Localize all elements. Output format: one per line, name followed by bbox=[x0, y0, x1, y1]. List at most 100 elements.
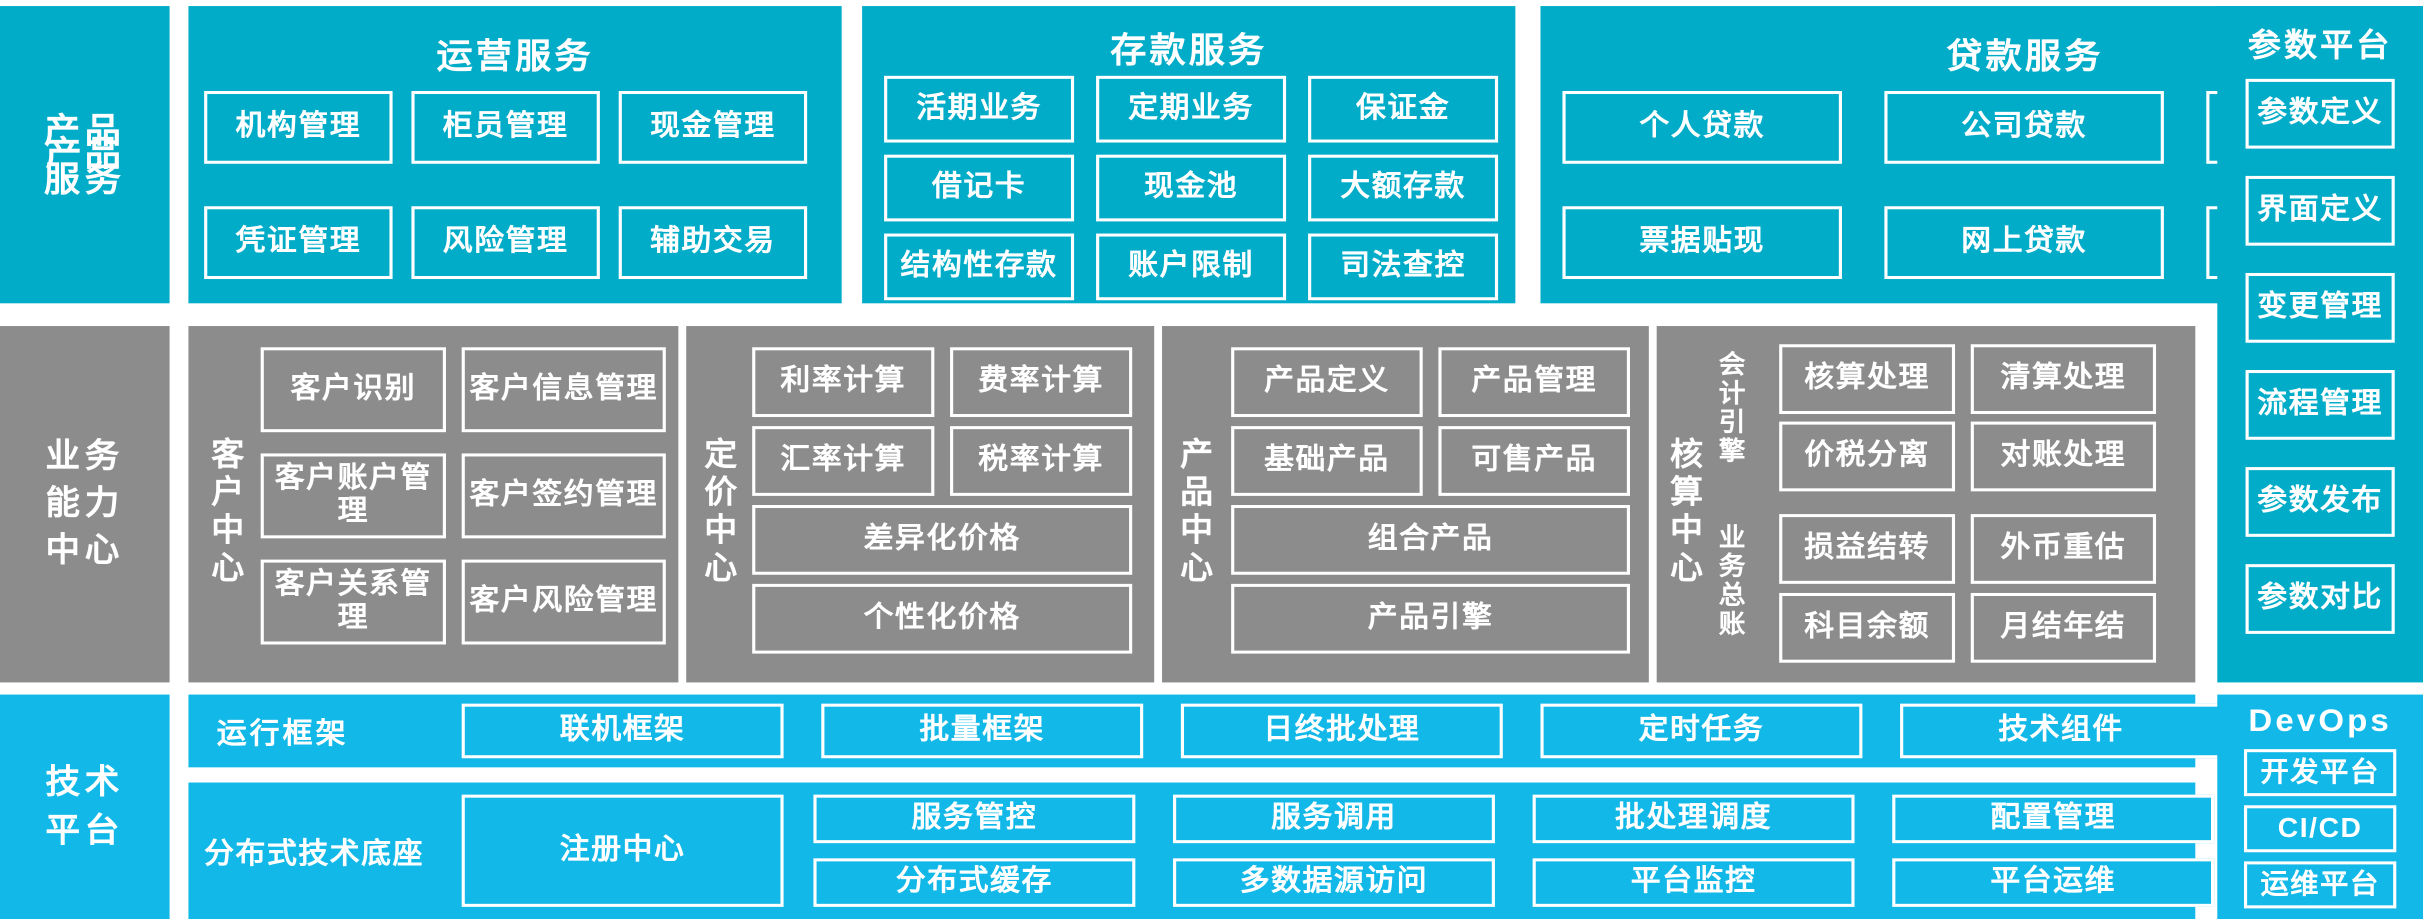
chip-pricing-3[interactable]: 汇率计算 bbox=[752, 426, 935, 496]
group-deposit-service: 存款服务 活期业务 定期业务 保证金 借记卡 现金池 大额存款 结构性存款 账户… bbox=[862, 6, 1516, 304]
chip-accounting-6[interactable]: 外币重估 bbox=[1970, 514, 2157, 584]
layer-label-tech-platform: 技术 平台 bbox=[0, 694, 170, 919]
chip-product-5[interactable]: 组合产品 bbox=[1231, 504, 1630, 575]
bc-label-line-3: 中心 bbox=[45, 530, 125, 569]
chip-customer-6[interactable]: 客户风险管理 bbox=[461, 559, 666, 645]
chip-pricing-6[interactable]: 个性化价格 bbox=[752, 583, 1133, 654]
chip-runtime-2[interactable]: 批量框架 bbox=[821, 703, 1144, 759]
chip-param-3[interactable]: 变更管理 bbox=[2245, 272, 2395, 343]
group-title-operation-service: 运营服务 bbox=[436, 36, 594, 76]
center-label-accounting: 核算中心 bbox=[1666, 436, 1703, 589]
center-label-pricing: 定价中心 bbox=[700, 436, 737, 589]
chip-param-4[interactable]: 流程管理 bbox=[2245, 370, 2395, 440]
chip-param-5[interactable]: 参数发布 bbox=[2245, 467, 2395, 537]
chip-operation-5[interactable]: 风险管理 bbox=[411, 206, 600, 280]
distributed-base-row: 分布式技术底座 注册中心 服务管控 服务调用 批处理调度 配置管理 分布式缓存 … bbox=[188, 782, 2215, 919]
panel-title-devops: DevOps bbox=[2248, 703, 2392, 739]
chip-deposit-1[interactable]: 活期业务 bbox=[884, 75, 1075, 143]
chip-loan-2[interactable]: 公司贷款 bbox=[1884, 90, 2164, 164]
panel-title-parameter-platform: 参数平台 bbox=[2247, 28, 2393, 64]
layer-label-business-capability: 业务 能力 中心 bbox=[0, 326, 170, 683]
tp-label-line-1: 技术 bbox=[45, 762, 125, 801]
chip-operation-2[interactable]: 柜员管理 bbox=[411, 90, 600, 164]
bc-label-line-1: 业务 bbox=[45, 437, 125, 476]
runtime-framework-label: 运行框架 bbox=[216, 718, 349, 750]
chip-product-3[interactable]: 基础产品 bbox=[1231, 426, 1423, 496]
chip-dbase-r2-4[interactable]: 平台运维 bbox=[1892, 858, 2215, 907]
chip-pricing-1[interactable]: 利率计算 bbox=[752, 347, 935, 418]
chip-param-1[interactable]: 参数定义 bbox=[2245, 78, 2395, 149]
center-customer: 客户中心 客户识别 客户信息管理 客户账户管理 客户签约管理 客户关系管理 客户… bbox=[188, 326, 679, 683]
layer-label-product-service: 产品 bbox=[0, 6, 170, 304]
chip-dbase-r2-2[interactable]: 多数据源访问 bbox=[1173, 858, 1495, 907]
chip-operation-6[interactable]: 辅助交易 bbox=[618, 206, 808, 280]
chip-pricing-5[interactable]: 差异化价格 bbox=[752, 504, 1133, 575]
group-title-loan-service: 贷款服务 bbox=[1946, 36, 2104, 76]
chip-pricing-2[interactable]: 费率计算 bbox=[950, 347, 1133, 418]
chip-accounting-7[interactable]: 科目余额 bbox=[1779, 592, 1956, 663]
chip-devops-2[interactable]: CI/CD bbox=[2243, 805, 2397, 853]
chip-accounting-2[interactable]: 清算处理 bbox=[1970, 344, 2157, 415]
chip-runtime-4[interactable]: 定时任务 bbox=[1540, 703, 1863, 759]
chip-product-2[interactable]: 产品管理 bbox=[1438, 347, 1630, 418]
chip-accounting-4[interactable]: 对账处理 bbox=[1970, 421, 2157, 492]
tp-label-line-2: 平台 bbox=[45, 811, 125, 850]
panel-devops: DevOps 开发平台 CI/CD 运维平台 bbox=[2217, 694, 2423, 919]
chip-deposit-7[interactable]: 结构性存款 bbox=[884, 233, 1075, 301]
chip-dbase-r2-1[interactable]: 分布式缓存 bbox=[813, 858, 1136, 907]
group-title-deposit-service: 存款服务 bbox=[1110, 30, 1268, 70]
chip-deposit-8[interactable]: 账户限制 bbox=[1096, 233, 1287, 301]
center-product: 产品中心 产品定义 产品管理 基础产品 可售产品 组合产品 产品引擎 bbox=[1162, 326, 1649, 683]
chip-customer-3[interactable]: 客户账户管理 bbox=[260, 453, 446, 539]
chip-deposit-3[interactable]: 保证金 bbox=[1308, 75, 1499, 143]
chip-accounting-1[interactable]: 核算处理 bbox=[1779, 344, 1956, 415]
chip-customer-4[interactable]: 客户签约管理 bbox=[461, 453, 666, 539]
chip-product-1[interactable]: 产品定义 bbox=[1231, 347, 1423, 418]
chip-operation-1[interactable]: 机构管理 bbox=[204, 90, 393, 164]
chip-accounting-5[interactable]: 损益结转 bbox=[1779, 514, 1956, 584]
chip-dbase-r2-3[interactable]: 平台监控 bbox=[1532, 858, 1855, 907]
chip-deposit-5[interactable]: 现金池 bbox=[1096, 154, 1287, 222]
chip-operation-3[interactable]: 现金管理 bbox=[618, 90, 808, 164]
center-label-product: 产品中心 bbox=[1176, 436, 1213, 589]
chip-param-6[interactable]: 参数对比 bbox=[2245, 564, 2395, 634]
chip-loan-4[interactable]: 票据贴现 bbox=[1562, 206, 1842, 280]
center-accounting: 核算中心 会计引擎 业务总账 核算处理 清算处理 价税分离 对账处理 损益结转 … bbox=[1656, 326, 2196, 683]
chip-loan-5[interactable]: 网上贷款 bbox=[1884, 206, 2164, 280]
chip-devops-3[interactable]: 运维平台 bbox=[2243, 861, 2397, 909]
chip-runtime-5[interactable]: 技术组件 bbox=[1900, 703, 2222, 759]
chip-deposit-9[interactable]: 司法查控 bbox=[1308, 233, 1499, 301]
distributed-base-label: 分布式技术底座 bbox=[204, 837, 425, 870]
chip-dbase-r1-1[interactable]: 服务管控 bbox=[813, 794, 1136, 844]
chip-devops-1[interactable]: 开发平台 bbox=[2243, 749, 2397, 797]
chip-loan-1[interactable]: 个人贷款 bbox=[1562, 90, 1842, 164]
runtime-framework-row: 运行框架 联机框架 批量框架 日终批处理 定时任务 技术组件 bbox=[188, 694, 2222, 768]
chip-operation-4[interactable]: 凭证管理 bbox=[204, 206, 393, 280]
chip-customer-5[interactable]: 客户关系管理 bbox=[260, 559, 446, 645]
chip-pricing-4[interactable]: 税率计算 bbox=[950, 426, 1133, 496]
chip-product-4[interactable]: 可售产品 bbox=[1438, 426, 1630, 496]
center-label-customer: 客户中心 bbox=[207, 436, 244, 589]
chip-dbase-r1-4[interactable]: 配置管理 bbox=[1892, 794, 2215, 844]
panel-parameter-platform: 参数平台 参数定义 界面定义 变更管理 流程管理 参数发布 参数对比 bbox=[2217, 6, 2423, 683]
chip-runtime-3[interactable]: 日终批处理 bbox=[1180, 703, 1503, 759]
group-operation-service: 运营服务 机构管理 柜员管理 现金管理 凭证管理 风险管理 辅助交易 bbox=[188, 6, 842, 304]
chip-runtime-1[interactable]: 联机框架 bbox=[461, 703, 784, 759]
chip-deposit-4[interactable]: 借记卡 bbox=[884, 154, 1075, 222]
chip-dbase-r1-2[interactable]: 服务调用 bbox=[1173, 794, 1495, 844]
chip-deposit-2[interactable]: 定期业务 bbox=[1096, 75, 1287, 143]
chip-accounting-3[interactable]: 价税分离 bbox=[1779, 421, 1956, 492]
center-sublabel-accounting-engine: 会计引擎 bbox=[1714, 350, 1744, 466]
chip-customer-2[interactable]: 客户信息管理 bbox=[461, 347, 666, 433]
chip-customer-1[interactable]: 客户识别 bbox=[260, 347, 446, 433]
chip-dbase-r1-3[interactable]: 批处理调度 bbox=[1532, 794, 1855, 844]
chip-deposit-6[interactable]: 大额存款 bbox=[1308, 154, 1499, 222]
center-sublabel-general-ledger: 业务总账 bbox=[1714, 523, 1744, 639]
chip-registry-center[interactable]: 注册中心 bbox=[461, 794, 784, 907]
chip-param-2[interactable]: 界面定义 bbox=[2245, 175, 2395, 246]
chip-product-6[interactable]: 产品引擎 bbox=[1231, 583, 1630, 654]
chip-accounting-8[interactable]: 月结年结 bbox=[1970, 592, 2157, 663]
bc-label-line-2: 能力 bbox=[45, 483, 125, 522]
center-pricing: 定价中心 利率计算 费率计算 汇率计算 税率计算 差异化价格 个性化价格 bbox=[686, 326, 1155, 683]
